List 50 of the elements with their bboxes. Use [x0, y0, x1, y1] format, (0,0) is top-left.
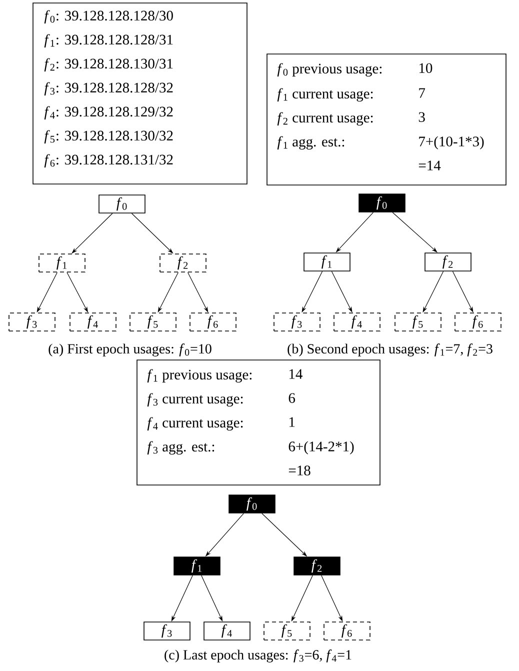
tree-node: f$_{5}$ [394, 312, 442, 332]
tree-node: f$_{6}$ [454, 312, 502, 332]
tree-node: f$_{5}$ [264, 622, 310, 640]
info-box [266, 54, 506, 186]
tree-node: f$_{3}$ [274, 312, 320, 332]
tree-node: f$_{0}$ [358, 194, 406, 212]
info-text: f$_{1}$ previous usage: [147, 369, 252, 383]
info-text: 7 [419, 88, 426, 98]
tree-node: f$_{4}$ [204, 622, 250, 640]
info-text: f$_{6}$: 39.128.128.131/32 [44, 154, 173, 168]
info-text: f$_{2}$ current usage: [277, 112, 373, 126]
info-text: 3 [418, 112, 425, 122]
info-text: f$_{3}$: 39.128.128.128/32 [44, 82, 173, 96]
info-box [32, 2, 248, 184]
caption: (c) Last epoch usages: f$_{3}$=6, f$_{4}$=1 [164, 650, 352, 662]
tree-node: f$_{6}$ [190, 312, 236, 332]
tree-node: f$_{2}$ [424, 252, 472, 272]
info-text: f$_{0}$: 39.128.128.128/30 [44, 10, 173, 24]
caption: (b) Second epoch usages: f$_{1}$=7, f$_{2}$=3 [288, 344, 492, 356]
tree-node: f$_{2}$ [294, 556, 340, 576]
info-text: f$_{1}$ current usage: [277, 88, 373, 102]
info-text: f$_{5}$: 39.128.128.130/32 [44, 130, 173, 144]
info-box [136, 360, 380, 486]
tree-node: f$_{0}$ [98, 194, 146, 214]
info-text: f$_{4}$ current usage: [147, 417, 243, 431]
info-text: 7+(10-1*3) =14 [418, 136, 484, 170]
info-text: 14 [289, 369, 302, 379]
info-text: f$_{3}$ agg. est.: [147, 441, 214, 455]
info-text: f$_{0}$ previous usage: [277, 63, 382, 77]
info-text: f$_{3}$ current usage: [147, 393, 243, 407]
tree-node: f$_{3}$ [8, 312, 56, 332]
info-text: f$_{1}$: 39.128.128.128/31 [44, 34, 173, 48]
tree-node: f$_{4}$ [334, 312, 380, 332]
info-text: f$_{1}$ agg. est.: [277, 136, 344, 150]
caption: (a) First epoch usages: f$_{0}$=10 [48, 344, 212, 356]
tree-node: f$_{4}$ [70, 312, 116, 332]
info-text: f$_{4}$: 39.128.128.129/32 [44, 106, 173, 120]
info-text: 1 [289, 417, 295, 427]
info-text: 6 [288, 393, 296, 403]
tree-node: f$_{1}$ [38, 254, 86, 272]
tree-node: f$_{2}$ [160, 254, 206, 272]
tree-node: f$_{1}$ [174, 556, 220, 576]
tree-node: f$_{3}$ [144, 622, 190, 640]
tree-node: f$_{6}$ [324, 622, 370, 640]
tree-node: f$_{5}$ [130, 312, 176, 332]
info-text: 6+(14-2*1) =18 [288, 441, 354, 476]
info-text: f$_{2}$: 39.128.128.130/31 [44, 58, 173, 72]
info-text: 10 [419, 63, 432, 73]
tree-node: f$_{1}$ [304, 252, 350, 272]
tree-node: f$_{0}$ [228, 494, 276, 514]
